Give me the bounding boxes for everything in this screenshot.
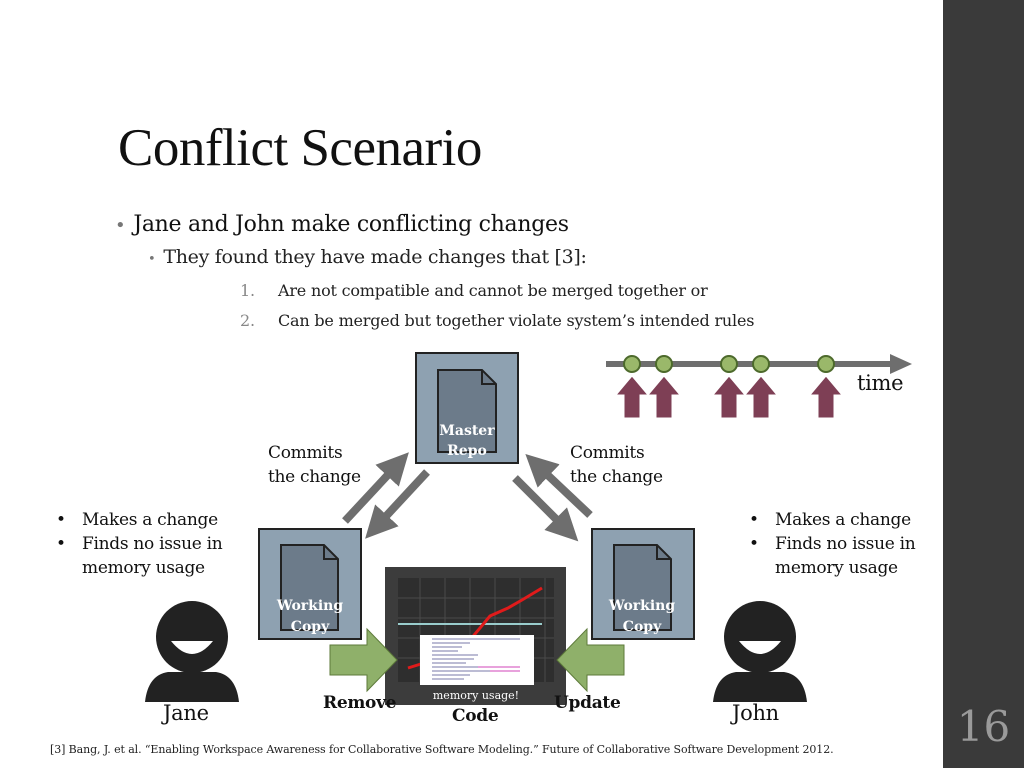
sync-arrows xyxy=(342,452,593,542)
numbered-item-number: 2. xyxy=(240,311,255,330)
bullet-dot-icon: • xyxy=(749,534,759,554)
timeline-arrow-icon xyxy=(890,354,912,374)
bullet-dot-icon: • xyxy=(56,510,66,530)
numbered-item-text: Can be merged but together violate syste… xyxy=(278,311,755,330)
event-dots xyxy=(623,355,835,373)
commit-arrow-icon xyxy=(743,375,779,419)
jane-notes: • Makes a change • Finds no issue in memor… xyxy=(56,508,223,580)
person-icon xyxy=(713,601,807,702)
bullet-level-1: • Jane and John make conflicting changes xyxy=(115,212,569,237)
john-notes: • Makes a change • Finds no issue in memor… xyxy=(749,508,916,580)
john-name: John xyxy=(732,701,779,725)
citation-footnote: [3] Bang, J. et al. “Enabling Workspace … xyxy=(50,743,834,756)
update-down-right-arrow xyxy=(512,475,579,542)
master-repo-label-1: Master xyxy=(439,423,495,439)
commit-arrow-icon xyxy=(614,375,650,419)
code-label: Code xyxy=(452,706,499,726)
event-dot xyxy=(752,355,770,373)
commits-left-line-2: the change xyxy=(268,467,361,487)
document-icon xyxy=(437,369,497,453)
numbered-item-1: 1. Are not compatible and cannot be merge… xyxy=(240,281,708,300)
bullet-dot-icon: • xyxy=(749,510,759,530)
working-copy-left-label-1: Working xyxy=(276,598,343,614)
event-dot xyxy=(817,355,835,373)
commit-up-right-arrow xyxy=(525,454,593,518)
master-repo-label-2: Repo xyxy=(447,443,487,459)
jane-note-1: Makes a change xyxy=(82,510,218,530)
bullet-level-2-text: They found they have made changes that [… xyxy=(163,246,587,268)
commit-up-left-arrow xyxy=(342,452,409,524)
jane-note-3: memory usage xyxy=(82,558,205,578)
update-down-left-arrow xyxy=(365,469,430,539)
bullet-dot-icon: • xyxy=(115,215,126,236)
commit-arrow-icon xyxy=(646,375,682,419)
commits-left-line-1: Commits xyxy=(268,443,343,463)
numbered-item-number: 1. xyxy=(240,281,255,300)
bullet-level-1-text: Jane and John make conflicting changes xyxy=(133,212,569,237)
john-note-3: memory usage xyxy=(775,558,898,578)
page-number: 16 xyxy=(956,702,1011,751)
working-copy-left-label-2: Copy xyxy=(291,619,330,635)
numbered-item-2: 2. Can be merged but together violate sys… xyxy=(240,311,754,330)
master-repo-box xyxy=(415,352,519,464)
document-icon xyxy=(280,544,339,631)
bullet-dot-icon: • xyxy=(56,534,66,554)
commits-left-label: Commits the change xyxy=(268,441,361,489)
john-note-1: Makes a change xyxy=(775,510,911,530)
document-icon xyxy=(613,544,672,631)
commits-right-line-1: Commits xyxy=(570,443,645,463)
event-dot xyxy=(720,355,738,373)
commits-right-line-2: the change xyxy=(570,467,663,487)
memory-caption: memory usage! xyxy=(433,689,519,702)
slide-title: Conflict Scenario xyxy=(118,119,482,177)
remove-label: Remove xyxy=(323,693,397,713)
working-copy-right-label-1: Working xyxy=(608,598,675,614)
jane-note-2: Finds no issue in xyxy=(82,534,223,554)
commit-arrow-icon xyxy=(711,375,747,419)
timeline xyxy=(606,354,912,374)
numbered-item-text: Are not compatible and cannot be merged … xyxy=(278,281,708,300)
event-dot xyxy=(655,355,673,373)
remove-arrow-icon xyxy=(329,627,398,693)
time-label: time xyxy=(857,371,904,395)
working-copy-right-label-2: Copy xyxy=(623,619,662,635)
commit-arrow-icon xyxy=(808,375,844,419)
john-note-2: Finds no issue in xyxy=(775,534,916,554)
person-icon xyxy=(145,601,239,702)
bullet-dot-icon: • xyxy=(148,252,156,267)
event-dot xyxy=(623,355,641,373)
working-copy-right-box xyxy=(591,528,695,640)
commits-right-label: Commits the change xyxy=(570,441,663,489)
bullet-level-2: • They found they have made changes that … xyxy=(148,246,587,268)
commit-arrows xyxy=(614,375,844,419)
working-copy-left-box xyxy=(258,528,362,640)
update-arrow-icon xyxy=(556,627,625,693)
slide-sidebar xyxy=(943,0,1024,768)
jane-name: Jane xyxy=(163,701,209,725)
memory-monitor xyxy=(385,567,566,705)
update-label: Update xyxy=(554,693,621,713)
